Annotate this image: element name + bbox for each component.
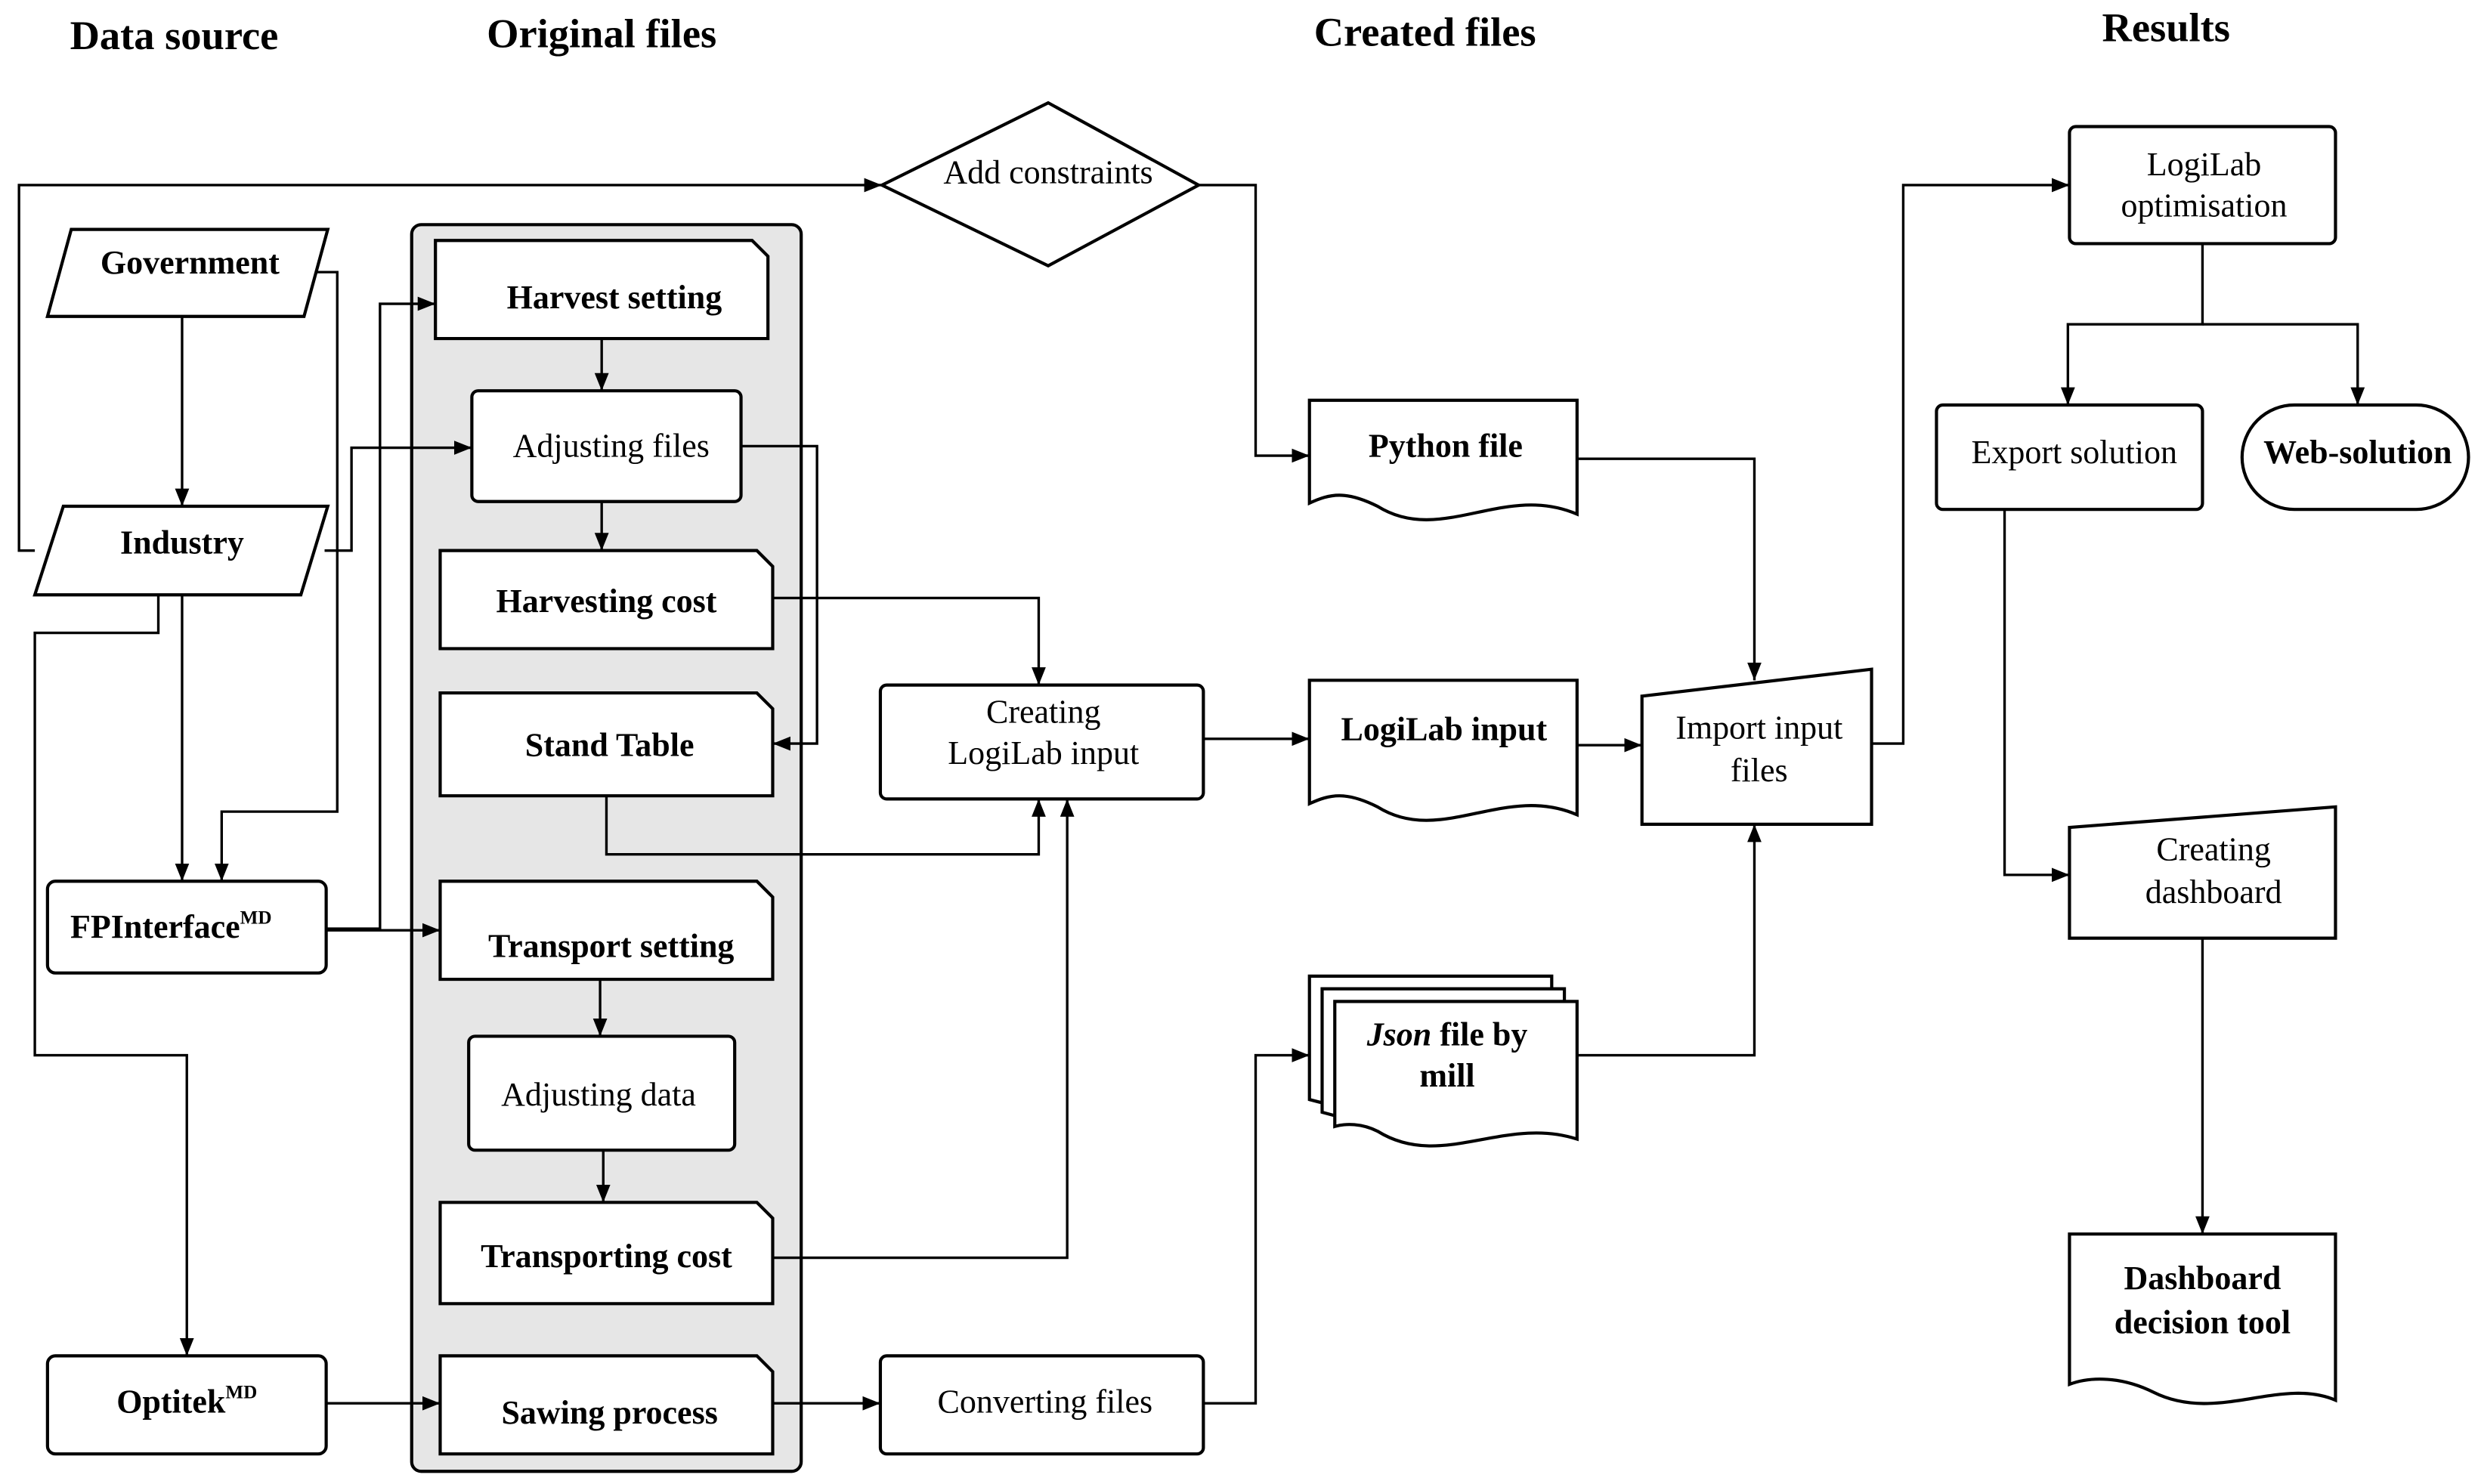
dashboard-decision-tool-doc: Dashboard decision tool: [2068, 1232, 2337, 1405]
svg-text:Adjusting files: Adjusting files: [513, 428, 710, 465]
logilab-optimisation-node: LogiLab optimisation: [2068, 125, 2337, 246]
svg-text:Python file: Python file: [1369, 428, 1523, 465]
logilab-input-doc: LogiLab input: [1307, 679, 1579, 822]
header-created-files: Created files: [1314, 9, 1536, 55]
harvest-setting-doc: Harvest setting: [434, 239, 770, 341]
svg-text:Government: Government: [101, 244, 280, 281]
svg-text:Adjusting data: Adjusting data: [501, 1076, 696, 1113]
optitek-node: OptitekMD: [45, 1354, 328, 1456]
creating-logilab-input-node: Creating LogiLab input: [878, 683, 1205, 801]
svg-text:files: files: [1731, 752, 1788, 789]
svg-text:Transporting cost: Transporting cost: [481, 1238, 732, 1275]
svg-text:Stand Table: Stand Table: [525, 726, 695, 763]
adjusting-data-node: Adjusting data: [467, 1034, 737, 1152]
svg-text:dashboard: dashboard: [2145, 873, 2282, 910]
svg-text:Json file by: Json file by: [1366, 1016, 1528, 1053]
transport-setting-doc: Transport setting: [438, 880, 775, 982]
svg-text:LogiLab input: LogiLab input: [1341, 711, 1548, 748]
svg-text:Creating: Creating: [986, 694, 1100, 731]
svg-text:Sawing process: Sawing process: [501, 1394, 717, 1431]
adjusting-files-node: Adjusting files: [470, 389, 743, 503]
header-data-source: Data source: [70, 12, 279, 58]
svg-text:Add constraints: Add constraints: [943, 154, 1152, 191]
python-file-doc: Python file: [1307, 398, 1579, 521]
svg-text:Transport setting: Transport setting: [488, 927, 734, 964]
svg-text:Import input: Import input: [1675, 709, 1842, 746]
svg-text:LogiLab: LogiLab: [2147, 146, 2261, 183]
svg-text:Export solution: Export solution: [1971, 434, 2176, 471]
web-solution-terminal: Web-solution: [2240, 403, 2470, 512]
svg-text:Creating: Creating: [2156, 831, 2270, 868]
svg-text:OptitekMD: OptitekMD: [116, 1382, 257, 1420]
export-solution-node: Export solution: [1935, 403, 2204, 512]
creating-dashboard-node: Creating dashboard: [2068, 805, 2337, 940]
svg-text:LogiLab input: LogiLab input: [948, 734, 1139, 771]
svg-text:Web-solution: Web-solution: [2263, 434, 2452, 471]
svg-text:Dashboard: Dashboard: [2124, 1260, 2282, 1297]
fpinterface-node: FPInterfaceMD: [45, 880, 328, 975]
json-file-by-mill-doc: Json file by mill: [1307, 974, 1579, 1148]
svg-text:optimisation: optimisation: [2121, 187, 2288, 224]
industry-node: Industry: [32, 504, 330, 597]
svg-text:Industry: Industry: [120, 524, 244, 561]
svg-text:Harvest setting: Harvest setting: [507, 279, 722, 316]
stand-table-doc: Stand Table: [438, 691, 775, 798]
add-constraints-decision: Add constraints: [878, 100, 1202, 268]
converting-files-node: Converting files: [878, 1354, 1205, 1456]
svg-text:Converting files: Converting files: [938, 1383, 1153, 1420]
connectors: [17, 178, 2365, 1411]
header-original-files: Original files: [487, 11, 716, 57]
sawing-process-doc: Sawing process: [438, 1354, 775, 1456]
svg-text:FPInterfaceMD: FPInterfaceMD: [70, 907, 272, 945]
svg-text:mill: mill: [1419, 1057, 1474, 1094]
transporting-cost-doc: Transporting cost: [438, 1201, 775, 1306]
harvesting-cost-doc: Harvesting cost: [438, 549, 775, 651]
svg-text:decision tool: decision tool: [2114, 1304, 2291, 1341]
import-input-files-node: Import input files: [1640, 667, 1873, 826]
svg-text:Harvesting cost: Harvesting cost: [496, 583, 716, 620]
header-results: Results: [2102, 4, 2230, 50]
government-node: Government: [45, 227, 330, 318]
